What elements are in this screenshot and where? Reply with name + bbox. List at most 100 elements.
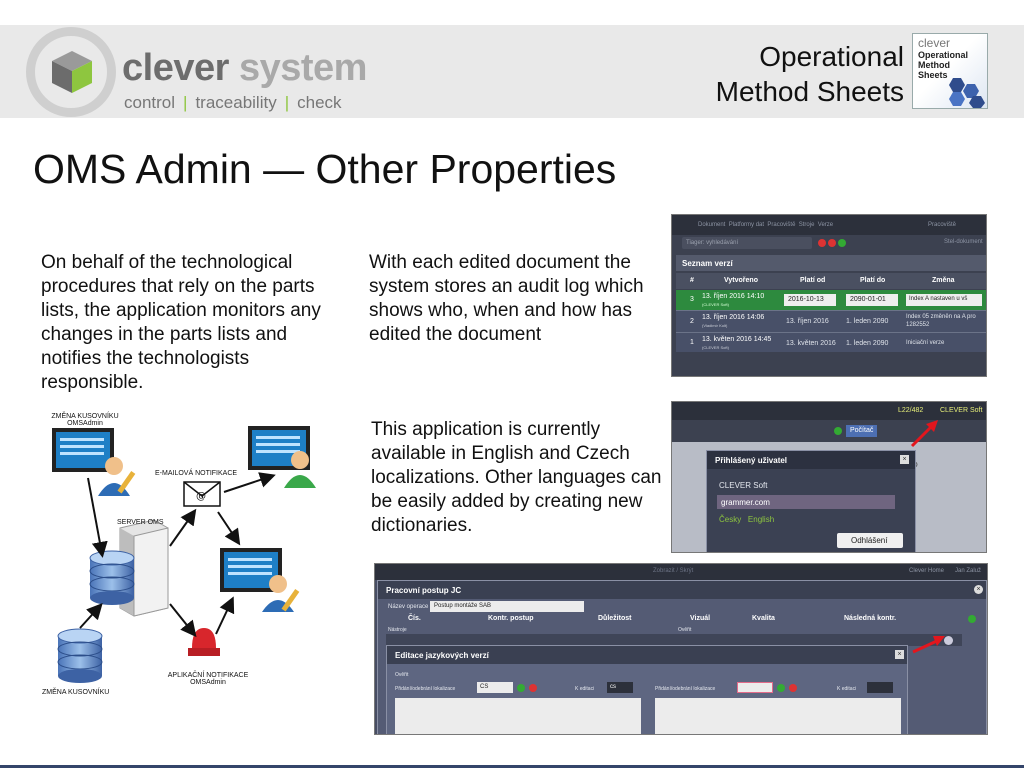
column-header[interactable]: Platí do (860, 277, 886, 284)
table-row[interactable]: 2 13. říjen 2016 14:06 (Vladimír Kolt) 1… (676, 310, 986, 332)
logo-ring (26, 27, 116, 117)
oms-badge-logo: clever Operational Method Sheets (912, 33, 988, 109)
column-header[interactable]: Čís. (408, 615, 421, 622)
localization-input[interactable]: CS (477, 682, 513, 693)
top-bar: Zobrazit / Skrýt Clever Home Jan Zaluž (375, 564, 987, 580)
add-icon[interactable] (777, 684, 785, 692)
oms-title-line2: Method Sheets (715, 76, 904, 107)
change-field[interactable]: Index A nastaven u vš (906, 294, 982, 306)
label-line: OMSAdmin (67, 420, 103, 427)
check-label: Ověřit (678, 627, 692, 633)
row-from: 13. říjen 2016 (786, 318, 829, 325)
add-icon[interactable] (517, 684, 525, 692)
lang-czech-link[interactable]: Česky (719, 515, 742, 524)
menu-item[interactable]: Dokument Platformy dat Pracoviště Stroje… (698, 222, 834, 228)
user-editor-icon (262, 575, 300, 612)
green-button[interactable] (838, 239, 846, 247)
diagram-label-app: APLIKAČNÍ NOTIFIKACE OMSAdmin (156, 672, 260, 686)
brand-tagline: control | traceability | check (124, 93, 342, 113)
localization-input[interactable] (737, 682, 773, 693)
oms-header-title: Operational Method Sheets (716, 39, 904, 109)
row-number: 3 (690, 296, 694, 303)
edit-select[interactable] (867, 682, 893, 693)
badge-brand: clever (918, 36, 951, 50)
red-arrow-icon (910, 420, 938, 448)
add-remove-label: Přidání/odebrání lokalizace (655, 686, 716, 692)
computer-button[interactable]: Počítač (846, 425, 878, 437)
column-header[interactable]: Změna (932, 277, 955, 284)
column-header[interactable]: Kontr. postup (488, 615, 534, 622)
database-icon (89, 550, 135, 605)
close-icon[interactable]: × (900, 455, 909, 464)
paragraph-audit-log: With each edited document the system sto… (369, 252, 644, 345)
right-side-item[interactable]: Stel-dokument (944, 239, 983, 245)
row-to: 1. leden 2090 (846, 340, 889, 347)
badge-line: Sheets (918, 70, 948, 80)
close-icon[interactable]: × (895, 650, 904, 659)
filter-buttons (818, 237, 872, 249)
column-header[interactable]: Vizuál (690, 615, 711, 622)
column-header[interactable]: Vytvořeno (724, 277, 758, 284)
tag-separator: | (183, 93, 188, 112)
footer-line (0, 765, 1024, 768)
logout-label: Odhlášení (851, 536, 888, 545)
monitor-icon (248, 426, 310, 470)
window-title: Pracovní postup JC (378, 581, 986, 599)
column-header[interactable]: Následná kontr. (844, 615, 897, 622)
cube-icon (52, 51, 92, 93)
diagram-label-server: SERVER OMS (117, 519, 164, 526)
column-header[interactable]: Platí od (800, 277, 826, 284)
edit-select[interactable]: cs (607, 682, 633, 693)
column-header[interactable]: Důležitost (598, 615, 632, 622)
remove-icon[interactable] (529, 684, 537, 692)
column-header[interactable]: # (690, 277, 694, 284)
user-link[interactable]: CLEVER Soft (940, 407, 983, 414)
tag-traceability: traceability (195, 93, 277, 112)
row-created: 13. říjen 2016 14:06 (702, 314, 765, 321)
text-area-right[interactable] (655, 698, 901, 734)
text-area-left[interactable] (395, 698, 641, 734)
red-button[interactable] (828, 239, 836, 247)
dialog-title: Editace jazykových verzí (387, 646, 907, 664)
table-row[interactable]: 3 13. říjen 2016 14:10 (CLEVER Soft) 201… (676, 290, 986, 310)
hexagon-pattern-icon (949, 78, 985, 108)
top-center-item[interactable]: Zobrazit / Skrýt (653, 568, 694, 574)
language-edit-dialog: Editace jazykových verzí × Ověřit Přidán… (386, 645, 908, 734)
add-icon[interactable] (968, 615, 976, 623)
right-menu-item[interactable]: Pracoviště (928, 222, 957, 228)
row-author: (CLEVER Soft) (702, 345, 729, 350)
panel-title: Seznam verzí (676, 255, 986, 271)
top-right-item[interactable]: Jan Zaluž (955, 568, 982, 574)
screenshot-logged-user: L22/482 CLEVER Soft Počítač SD Z8 Přihlá… (671, 401, 987, 553)
logged-user-dialog: Přihlášený uživatel × CLEVER Soft gramme… (706, 450, 916, 552)
close-icon[interactable]: × (974, 585, 983, 594)
tag-separator: | (284, 93, 290, 112)
filter-input[interactable]: Tiager: vyhledávání (682, 237, 812, 249)
lang-english-link[interactable]: English (747, 515, 775, 524)
alarm-siren-icon (188, 628, 220, 656)
add-icon[interactable] (834, 427, 842, 435)
column-header[interactable]: Kvalita (752, 615, 775, 622)
tag-check: check (297, 93, 342, 112)
table-row[interactable]: 1 13. květen 2016 14:45 (CLEVER Soft) 13… (676, 332, 986, 352)
row-change: Iniciační verze (906, 340, 945, 346)
operation-input[interactable]: Postup montáže SAB (430, 601, 584, 612)
top-bar: L22/482 CLEVER Soft (672, 402, 986, 420)
label-line: ZMĚNA KUSOVNÍKU (51, 413, 119, 420)
top-right-item[interactable]: Clever Home (909, 568, 945, 574)
tag-control: control (124, 93, 176, 112)
screenshot-version-list: Dokument Platformy dat Pracoviště Stroje… (671, 214, 987, 377)
diagram-label-email: E-MAILOVÁ NOTIFIKACE (155, 470, 238, 477)
edit-icon[interactable] (944, 636, 953, 645)
email-icon: @ (183, 481, 221, 507)
tools-row (386, 634, 962, 646)
red-button[interactable] (818, 239, 826, 247)
remove-icon[interactable] (789, 684, 797, 692)
logout-button[interactable]: Odhlášení (837, 533, 903, 548)
row-change: Index 05 změněn na A pro 1282552 (906, 314, 976, 328)
notification-diagram: @ (52, 426, 316, 683)
date-to-field[interactable]: 2090-01-01 (846, 294, 898, 306)
row-number: 1 (690, 339, 694, 346)
date-from-field[interactable]: 2016-10-13 (784, 294, 836, 306)
row-author: (CLEVER Soft) (702, 302, 729, 307)
